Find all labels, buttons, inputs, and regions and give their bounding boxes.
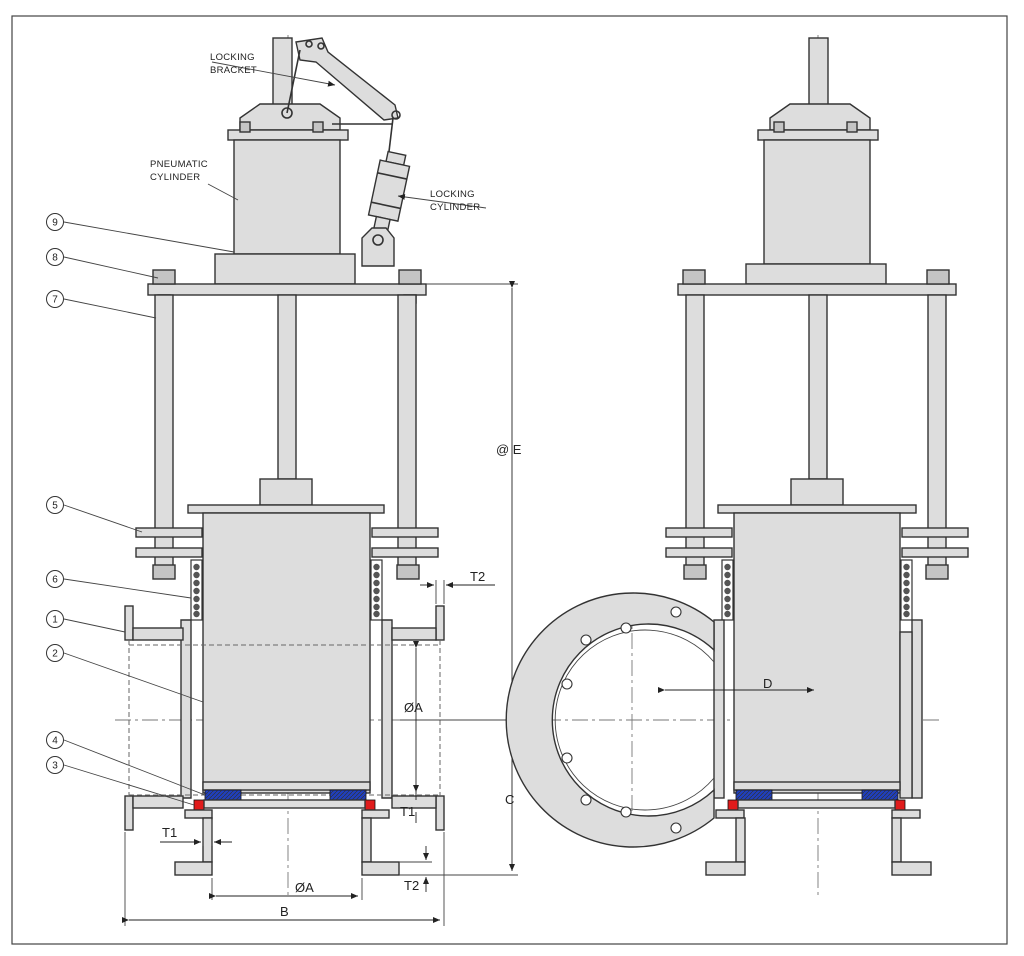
flange-lower-right [435,795,445,831]
svg-text:3: 3 [52,761,58,772]
dim-b: B [280,904,289,919]
locking-cylinder [367,150,411,233]
drawing-frame [11,15,1008,945]
packing-left [190,559,203,621]
locking-cylinder-clevis [361,227,395,267]
dim-t2-lower: T2 [404,878,419,893]
svg-text:7: 7 [52,295,58,306]
seat-plate [202,781,371,791]
svg-text:9: 9 [52,218,58,229]
balloon-8: 8 [46,248,64,266]
balloon-5: 5 [46,496,64,514]
label-pneumatic-cylinder-1: PNEUMATIC [150,159,208,170]
svg-text:1: 1 [52,615,58,626]
balloon-7: 7 [46,290,64,308]
balloon-9: 9 [46,213,64,231]
label-pneumatic-cylinder-2: CYLINDER [150,172,200,183]
piston-rod [277,294,297,480]
dim-t1-right: T1 [400,804,415,819]
body-left [180,619,192,799]
gland-flange-left-upper [135,527,203,538]
label-locking-cylinder-1: LOCKING [430,189,475,200]
svg-text:4: 4 [52,736,58,747]
balloon-2: 2 [46,644,64,662]
pneumatic-cylinder-body [233,139,341,255]
dim-e: @ E [496,442,522,457]
upper-rod [272,37,293,107]
side-cylinder-body [763,139,871,265]
balloon-4: 4 [46,731,64,749]
svg-text:5: 5 [52,501,58,512]
balloon-6: 6 [46,570,64,588]
front-view [63,35,518,926]
top-plate [147,283,427,296]
rod-coupling [259,478,313,506]
svg-text:6: 6 [52,575,58,586]
seal-red-right [364,799,376,811]
bottom-spigot-right [361,817,372,863]
flange-upper-right [435,605,445,641]
bottom-flange-right [361,861,400,876]
bottom-flange-left [174,861,213,876]
flange-bolt-holes [561,606,682,834]
svg-text:2: 2 [52,649,58,660]
flange-lower-left [124,795,134,831]
body-right [381,619,393,799]
dim-d: D [763,676,772,691]
label-locking-bracket-2: BRACKET [210,65,257,76]
dim-a-upper: ØA [404,700,423,715]
flange-upper-left [124,605,134,641]
dim-t2-upper: T2 [470,569,485,584]
seal-red-left [193,799,205,811]
balloon-1: 1 [46,610,64,628]
side-view [505,35,969,895]
dim-c: C [505,792,514,807]
label-locking-bracket-1: LOCKING [210,52,255,63]
bottom-spigot-left [202,817,213,863]
svg-text:8: 8 [52,253,58,264]
label-locking-cylinder-2: CYLINDER [430,202,480,213]
gate-blade [202,512,371,794]
cylinder-base [214,253,356,285]
dim-a-lower: ØA [295,880,314,895]
gate-top-plate [187,504,385,514]
end-flange-ring [505,592,715,848]
dim-t1-left: T1 [162,825,177,840]
packing-right [370,559,383,621]
balloon-3: 3 [46,756,64,774]
